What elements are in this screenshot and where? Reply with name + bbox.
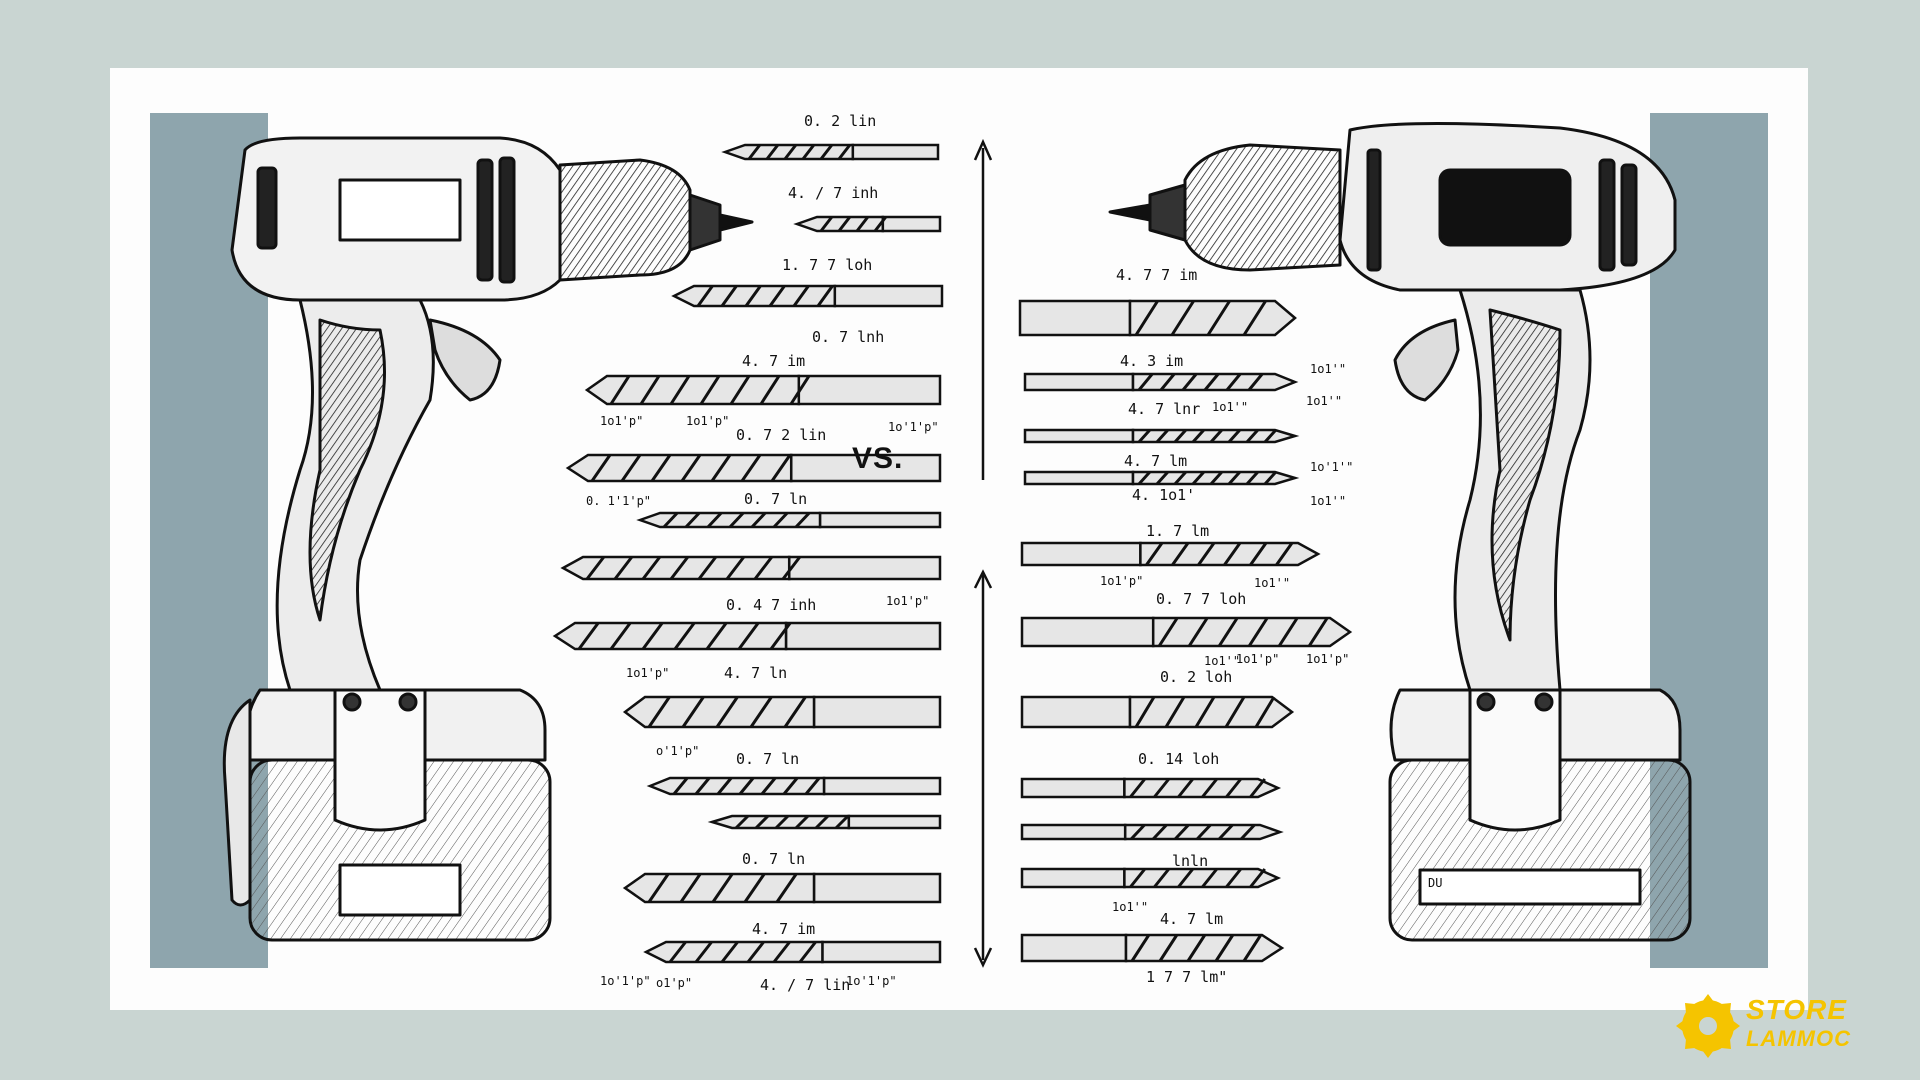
bit-size-label: 1. 7 lm (1146, 522, 1210, 540)
bit-size-label: 1o1'" (1254, 576, 1291, 590)
bit-size-label: 0. 2 lin (804, 112, 877, 130)
drill-bit (643, 940, 942, 964)
bit-size-label: o1'p" (656, 976, 693, 990)
bit-size-label: 4. 1o1' (1132, 486, 1196, 504)
bit-size-label: 4. / 7 lin (760, 976, 851, 994)
bit-size-label: 1 7 7 lm" (1146, 968, 1228, 986)
center-arrows (973, 138, 993, 968)
drill-bit (721, 143, 940, 161)
drill-bit (1020, 777, 1282, 799)
bit-size-label: 1o'1'" (1310, 460, 1354, 474)
bit-size-label: 4. 7 im (742, 352, 806, 370)
drill-bit (552, 621, 942, 651)
bit-size-label: 4. 3 im (1120, 352, 1184, 370)
brand-logo: STORE LAMMOC (1676, 994, 1896, 1058)
bit-size-label: 4. / 7 inh (788, 184, 879, 202)
bit-size-label: 4. 7 7 im (1116, 266, 1198, 284)
bit-size-label: 1o1'" (1310, 494, 1347, 508)
bit-size-label: 1o1'" (1306, 394, 1343, 408)
drill-bit (1020, 867, 1282, 889)
drill-bit (584, 374, 942, 406)
bit-size-label: 1. 7 7 loh (782, 256, 873, 274)
bit-size-label: 0. 14 loh (1138, 750, 1220, 768)
drill-bit (636, 511, 942, 529)
brand-line2: LAMMOC (1746, 1026, 1851, 1051)
bit-size-label: 1o1'" (1310, 362, 1347, 376)
bit-size-label: 1o'1'p" (600, 974, 651, 988)
bit-size-label: 0. 7 2 lin (736, 426, 827, 444)
drill-bit (1020, 823, 1284, 841)
bit-size-label: 4. 7 lnr (1128, 400, 1201, 418)
saw-blade-icon (1676, 994, 1740, 1058)
bit-size-label: 1o'1'p" (846, 974, 897, 988)
drill-bit (671, 284, 944, 308)
bit-size-label: 1o1'" (1212, 400, 1249, 414)
bit-size-label: 4. 7 lm (1160, 910, 1224, 928)
drill-bit (560, 555, 942, 581)
drill-bit (1023, 428, 1300, 444)
drill-bit (565, 453, 942, 483)
drill-bit (1020, 933, 1285, 963)
bit-size-label: 0. 1'1'p" (586, 494, 652, 508)
drill-bit (1020, 616, 1353, 648)
bit-size-label: o'1'p" (656, 744, 700, 758)
bit-size-label: 1o'1'p" (888, 420, 939, 434)
drill-bit (622, 872, 942, 904)
left-drill-icon (222, 136, 754, 942)
battery-label: DU (1428, 876, 1443, 890)
drill-bit (1023, 372, 1299, 392)
bit-size-label: 4. 7 im (752, 920, 816, 938)
bit-size-label: 1o1'p" (1306, 652, 1350, 666)
bit-size-label: 0. 7 7 loh (1156, 590, 1247, 608)
bit-size-label: 1o1'p" (886, 594, 930, 608)
drill-bit (1018, 299, 1297, 337)
drill-bit (1020, 541, 1321, 567)
drill-bit (1023, 470, 1300, 486)
bit-size-label: 0. 7 ln (744, 490, 808, 508)
bit-size-label: 1o1'" (1204, 654, 1241, 668)
bit-size-label: 0. 7 ln (736, 750, 800, 768)
bit-size-label: 0. 4 7 inh (726, 596, 817, 614)
bit-size-label: 0. 7 ln (742, 850, 806, 868)
bit-size-label: 1o1'p" (1100, 574, 1144, 588)
bit-size-label: 1o1'p" (686, 414, 730, 428)
drill-bit (622, 695, 942, 729)
bit-size-label: 0. 7 lnh (812, 328, 885, 346)
drill-bit (1020, 695, 1295, 729)
bit-size-label: 4. 7 ln (724, 664, 788, 682)
vs-label: VS. (852, 442, 904, 475)
left-drill-bits (552, 143, 944, 964)
bit-size-label: 1o1'p" (626, 666, 670, 680)
drill-bit (646, 776, 942, 796)
bit-size-label: 1o1'p" (600, 414, 644, 428)
bit-size-label: 1o1'" (1112, 900, 1149, 914)
right-drill-icon (1108, 121, 1692, 942)
brand-line1: STORE (1746, 994, 1847, 1025)
right-drill-bits (1018, 299, 1353, 963)
bit-size-label: 0. 2 loh (1160, 668, 1233, 686)
drill-bit (707, 814, 942, 830)
bit-size-label: 1o1'p" (1236, 652, 1280, 666)
drill-bit (793, 215, 942, 233)
bit-size-label: lnln (1172, 852, 1209, 870)
bit-size-label: 4. 7 lm (1124, 452, 1188, 470)
